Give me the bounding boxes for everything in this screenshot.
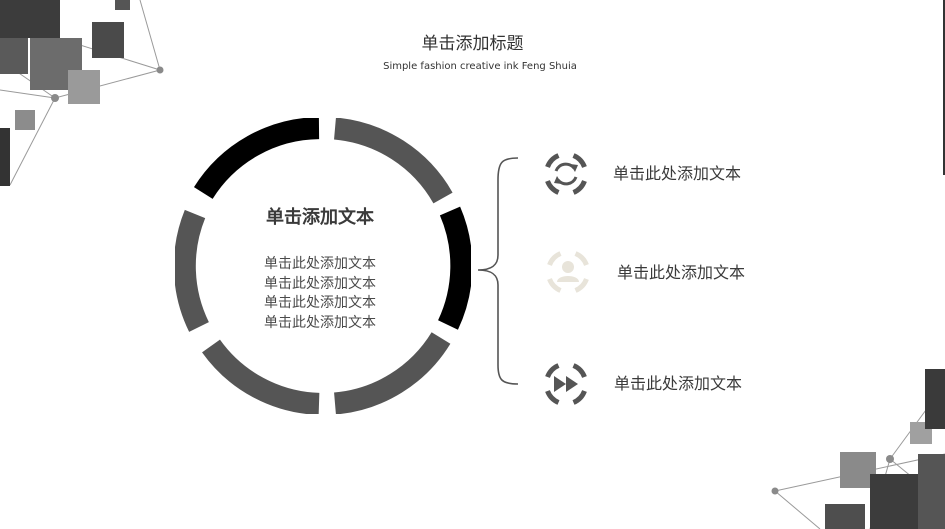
fast-forward-icon: [536, 354, 596, 414]
ring-body-line: 单击此处添加文本: [264, 256, 376, 272]
right-edge-line: [943, 0, 945, 175]
ring-segment-top-right: [333, 118, 453, 204]
ring-segment-right: [437, 206, 471, 330]
segmented-ring: [175, 118, 471, 414]
item-label-user: 单击此处添加文本: [617, 263, 746, 282]
ring-segment-left: [175, 209, 209, 332]
brace-connector: [477, 157, 519, 385]
ring-body-text: 单击此处添加文本 单击此处添加文本 单击此处添加文本 单击此处添加文本: [220, 255, 420, 333]
ring-segment-bottom-right: [333, 332, 451, 414]
refresh-icon: [536, 144, 596, 204]
decorative-shapes-bottom-right: [771, 369, 945, 529]
ring-body-line: 单击此处添加文本: [264, 314, 376, 331]
ring-segment-bottom-left: [202, 339, 320, 414]
page-subtitle: Simple fashion creative ink Feng Shuia: [383, 61, 577, 72]
page-title: 单击添加标题: [421, 34, 524, 54]
user-icon: [538, 242, 598, 302]
item-label-fast-forward: 单击此处添加文本: [614, 374, 743, 393]
decorative-shapes-top-left: [0, 0, 164, 186]
ring-body-line: 单击此处添加文本: [264, 295, 376, 311]
ring-body-line: 单击此处添加文本: [264, 275, 376, 292]
ring-heading: 单击添加文本: [266, 207, 374, 228]
item-label-refresh: 单击此处添加文本: [613, 164, 742, 183]
ring-segment-top-left: [193, 118, 320, 200]
